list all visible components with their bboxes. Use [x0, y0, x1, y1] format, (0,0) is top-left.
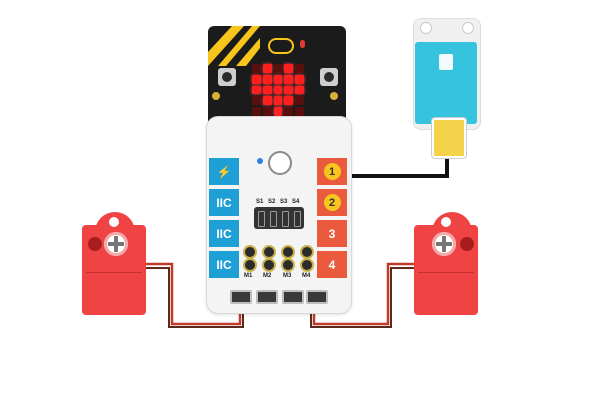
- led-pixel: [295, 85, 304, 95]
- port-2[interactable]: 2: [317, 189, 347, 216]
- switch-label: S1: [256, 199, 264, 205]
- motor-terminal: [281, 258, 295, 272]
- led-pixel: [273, 96, 283, 106]
- led-indicator: [257, 158, 263, 164]
- led-pixel: [273, 74, 283, 84]
- switch-label: S4: [292, 199, 300, 205]
- led-pixel: [284, 85, 294, 95]
- microbit-logo-icon: [268, 38, 294, 54]
- port-iic-2[interactable]: IIC: [209, 220, 239, 247]
- led-pixel: [262, 64, 272, 73]
- port-number: 2: [323, 194, 341, 211]
- mount-hole: [462, 22, 474, 34]
- button-a[interactable]: [218, 68, 236, 86]
- port-number: 1: [323, 163, 341, 180]
- motor-label: M2: [263, 273, 272, 279]
- motor-terminal: [262, 258, 276, 272]
- motor-terminal: [243, 258, 257, 272]
- led-pixel: [273, 64, 283, 73]
- right-servo-horn-icon: [432, 232, 456, 256]
- motor-label: M1: [244, 273, 253, 279]
- motor-label: M4: [302, 273, 311, 279]
- port-iic-1[interactable]: IIC: [209, 189, 239, 216]
- servo-jack-4[interactable]: [306, 290, 328, 304]
- lightning-icon: ⚡: [216, 164, 232, 179]
- led-pixel: [284, 74, 294, 84]
- led-matrix: [252, 64, 304, 116]
- led-pixel: [284, 64, 294, 73]
- led-pixel: [273, 85, 283, 95]
- power-knob[interactable]: [268, 151, 292, 175]
- led-pixel: [295, 74, 304, 84]
- led-pixel: [284, 107, 294, 116]
- motor-terminal: [300, 245, 314, 259]
- switch-pin: [282, 211, 289, 227]
- port-power[interactable]: ⚡: [209, 158, 239, 185]
- motor-label: M3: [283, 273, 292, 279]
- microbit-corner-stripes: [208, 26, 260, 66]
- right-servo-wire-red: [312, 262, 414, 326]
- left-servo-wire-brown: [146, 267, 244, 328]
- microbit-pin-3v: [330, 92, 338, 100]
- switch-label: S3: [280, 199, 288, 205]
- servo-jack-1[interactable]: [230, 290, 252, 304]
- sensor-wire: [350, 152, 449, 178]
- left-servo-horn-icon: [104, 232, 128, 256]
- sensor-connector: [432, 118, 466, 158]
- port-number: 4: [328, 257, 336, 272]
- switch-pin: [294, 211, 301, 227]
- sensor-window: [439, 54, 453, 70]
- led-pixel: [252, 74, 261, 84]
- motor-terminal: [262, 245, 276, 259]
- led-pixel: [295, 64, 304, 73]
- left-servo-wire-red: [146, 262, 242, 326]
- port-4[interactable]: 4: [317, 251, 347, 278]
- led-pixel: [262, 107, 272, 116]
- motor-terminal: [243, 245, 257, 259]
- servo-jack-3[interactable]: [282, 290, 304, 304]
- microbit-pin-0: [212, 92, 220, 100]
- led-pixel: [284, 96, 294, 106]
- port-label: IIC: [216, 195, 232, 210]
- switch-pin: [270, 211, 277, 227]
- switch-label: S2: [268, 199, 276, 205]
- motor-terminal: [300, 258, 314, 272]
- port-label: IIC: [216, 226, 232, 241]
- switch-block: [254, 207, 304, 229]
- mount-hole: [441, 217, 451, 227]
- led-pixel: [252, 85, 261, 95]
- led-pixel: [262, 96, 272, 106]
- led-pixel: [273, 107, 283, 116]
- led-pixel: [295, 107, 304, 116]
- servo-case-line: [86, 272, 142, 273]
- led-pixel: [252, 64, 261, 73]
- mount-hole: [109, 217, 119, 227]
- microphone-icon: [300, 40, 305, 48]
- mount-hole: [420, 22, 432, 34]
- port-iic-3[interactable]: IIC: [209, 251, 239, 278]
- led-pixel: [295, 96, 304, 106]
- screw-icon: [460, 237, 474, 251]
- port-label: IIC: [216, 257, 232, 272]
- switch-pin: [258, 211, 265, 227]
- servo-case-line: [418, 272, 474, 273]
- servo-jack-2[interactable]: [256, 290, 278, 304]
- led-pixel: [262, 85, 272, 95]
- port-1[interactable]: 1: [317, 158, 347, 185]
- led-pixel: [262, 74, 272, 84]
- led-pixel: [252, 96, 261, 106]
- port-number: 3: [328, 226, 336, 241]
- button-b[interactable]: [320, 68, 338, 86]
- motor-terminal: [281, 245, 295, 259]
- port-3[interactable]: 3: [317, 220, 347, 247]
- screw-icon: [88, 237, 102, 251]
- right-servo-wire-brown: [310, 267, 414, 328]
- led-pixel: [252, 107, 261, 116]
